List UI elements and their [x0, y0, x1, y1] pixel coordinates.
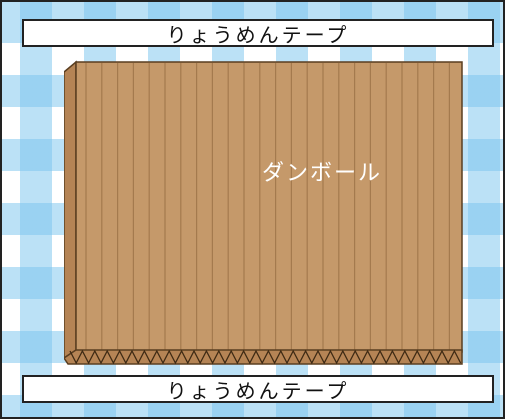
cardboard-face	[75, 61, 463, 353]
corrugated-edge-zigzag	[69, 349, 462, 365]
cardboard-label: ダンボール	[261, 161, 382, 186]
cardboard-flute-lines	[85, 63, 450, 350]
cardboard-sheet	[64, 60, 463, 365]
tape-top-label: りょうめんテープ	[166, 22, 350, 47]
double-sided-tape-bottom: りょうめんテープ	[22, 375, 494, 403]
cardboard-side-edge	[64, 60, 77, 359]
tape-bottom-label: りょうめんテープ	[166, 378, 350, 403]
double-sided-tape-top: りょうめんテープ	[22, 19, 494, 47]
